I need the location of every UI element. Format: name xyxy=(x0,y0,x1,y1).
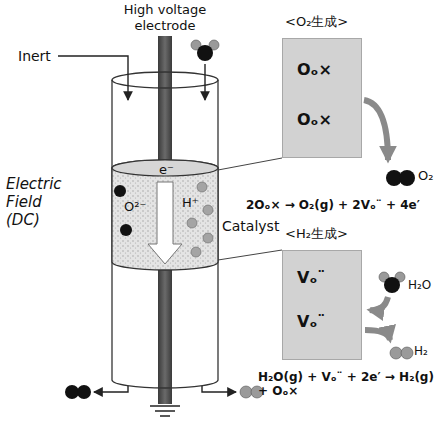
oxide-ion xyxy=(120,224,132,236)
molecule-label: O₂ xyxy=(418,168,433,184)
lattice-site: Oₒ× xyxy=(297,111,332,129)
ion-label: H⁺ xyxy=(182,196,199,211)
proton xyxy=(187,218,197,228)
zoom-line xyxy=(218,158,282,170)
oxide-ion xyxy=(114,185,126,197)
reaction-equation: H₂O(g) + Vₒ¨ + 2e′ → H₂(g) + Oₒ× xyxy=(258,370,440,399)
water-molecule xyxy=(379,272,405,293)
gas-label: Inert xyxy=(18,48,51,65)
hydrogen-molecule xyxy=(390,347,413,359)
zoom-line xyxy=(218,250,282,260)
ground-symbol xyxy=(150,406,180,416)
release-arrow xyxy=(365,330,390,340)
electron-label: e⁻ xyxy=(159,163,174,178)
proton xyxy=(203,205,213,215)
reaction-panel: <O₂生成>Oₒ×Oₒ× xyxy=(282,38,362,158)
panel-heading: <O₂生成> xyxy=(285,15,348,30)
release-arrow xyxy=(364,100,388,160)
proton xyxy=(191,247,201,257)
vacancy-site: Vₒ¨ xyxy=(297,269,325,287)
catalyst-label: Catalyst xyxy=(222,218,279,234)
water-molecule xyxy=(191,40,219,61)
field-label: Electric Field (DC) xyxy=(6,175,64,229)
inlet-arrow xyxy=(204,64,205,100)
bed-outline xyxy=(112,160,218,270)
outlet-arrow xyxy=(94,386,128,392)
reactor-tube xyxy=(112,72,218,388)
inlet-arrow xyxy=(58,56,128,100)
vacancy-site: Vₒ¨ xyxy=(297,313,325,331)
lattice-site: Oₒ× xyxy=(297,61,332,79)
current-arrow xyxy=(148,182,182,264)
molecule-label: H₂O xyxy=(408,278,431,292)
ion-label: O²⁻ xyxy=(124,200,146,215)
reaction-panel: <H₂生成>Vₒ¨Vₒ¨ xyxy=(282,250,362,360)
catalyst-bed: CatalystO²⁻e⁻H⁺ xyxy=(112,160,218,270)
electrode-label: High voltage electrode xyxy=(105,2,225,33)
proton xyxy=(203,233,213,243)
outlet-arrow xyxy=(202,386,236,392)
reaction-equation: 2Oₒ× → O₂(g) + 2Vₒ¨ + 4e′ xyxy=(246,198,420,212)
adsorb-arrow xyxy=(370,297,388,310)
oxygen-molecule xyxy=(65,385,91,399)
proton xyxy=(197,182,207,192)
molecule-label: H₂ xyxy=(414,344,428,358)
oxygen-molecule xyxy=(386,170,415,186)
panel-heading: <H₂生成> xyxy=(285,227,348,242)
